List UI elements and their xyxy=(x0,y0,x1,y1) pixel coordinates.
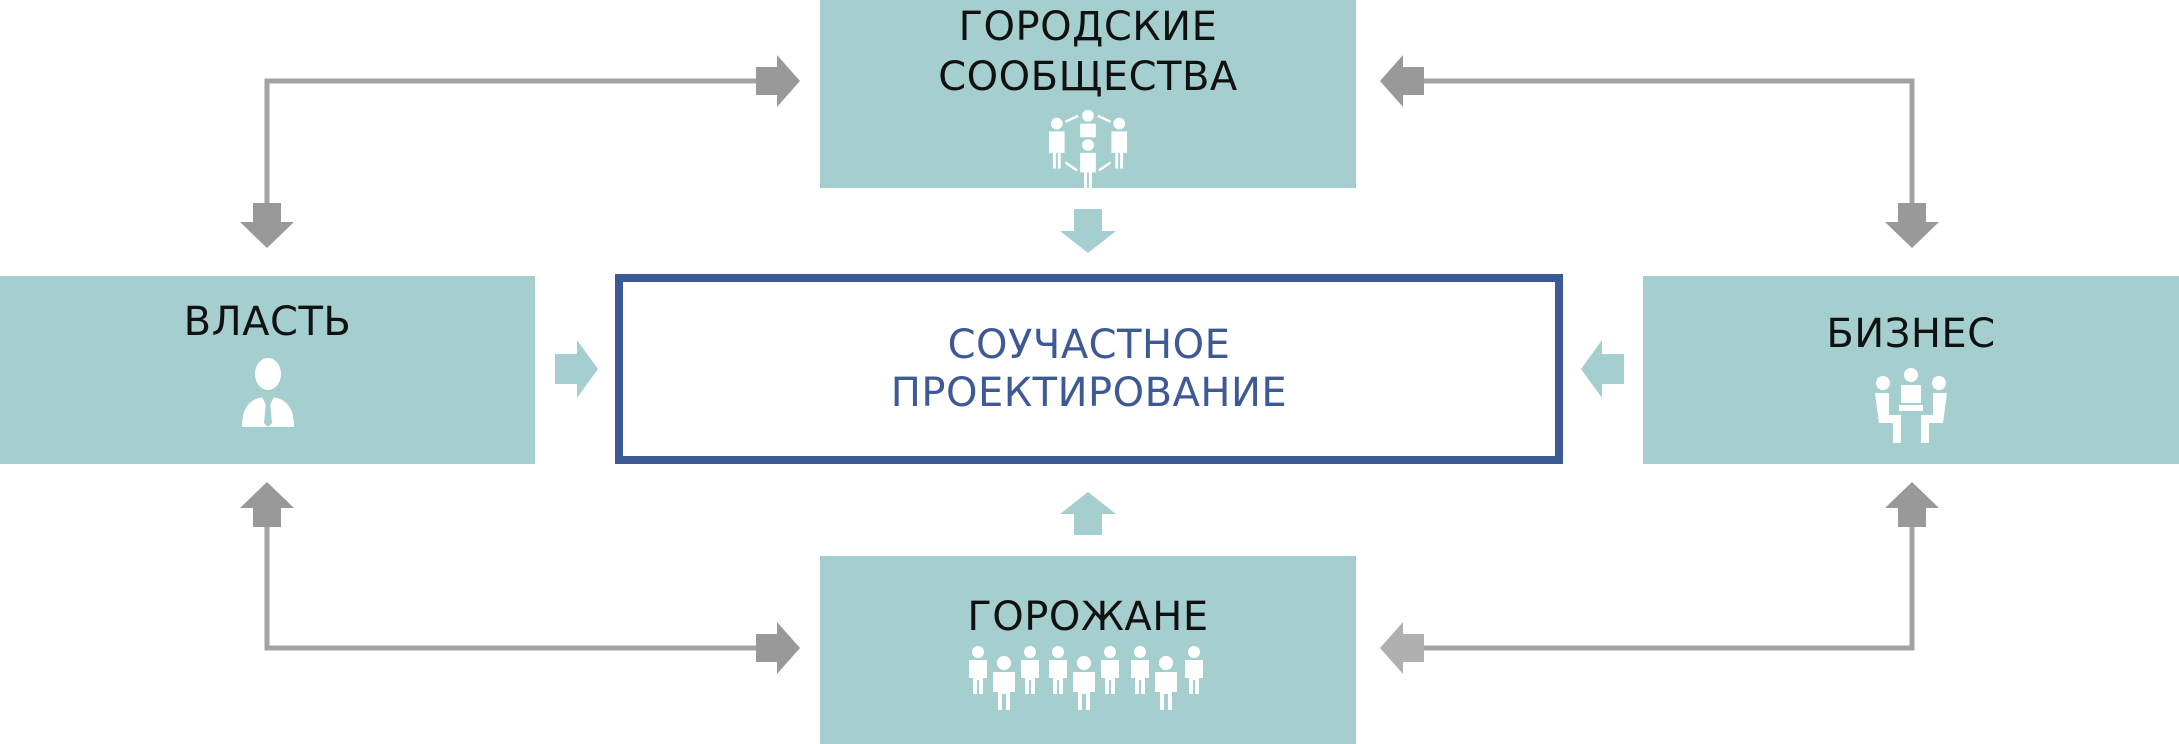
node-citizens-label: ГОРОЖАНЕ xyxy=(967,594,1209,640)
node-business-label: БИЗНЕС xyxy=(1826,311,1996,357)
arrow-right-to-center xyxy=(1581,340,1624,398)
center-label-line-1: СОУЧАСТНОЕ xyxy=(947,322,1231,368)
arrow-bottom-to-center xyxy=(1060,492,1116,535)
node-city-communities-label-2: СООБЩЕСТВА xyxy=(938,54,1238,100)
crowd-icon xyxy=(969,646,1203,710)
arrowhead-to-left-from-top xyxy=(240,203,294,248)
node-authorities-label: ВЛАСТЬ xyxy=(183,299,352,345)
node-city-communities-label-1: ГОРОДСКИЕ xyxy=(958,4,1218,50)
connector-left-bottom xyxy=(264,525,758,651)
arrowhead-to-top-from-right xyxy=(1380,55,1424,107)
arrowhead-to-top-from-left xyxy=(756,55,800,107)
arrow-top-to-center xyxy=(1060,209,1116,253)
connector-right-bottom xyxy=(1423,525,1915,651)
node-city-communities: ГОРОДСКИЕ СООБЩЕСТВА xyxy=(820,0,1356,188)
connector-left-top xyxy=(264,78,758,205)
business-meeting-icon xyxy=(1875,368,1947,443)
node-participatory-design-label: СОУЧАСТНОЕ ПРОЕКТИРОВАНИЕ xyxy=(891,321,1287,417)
arrowhead-to-bottom-from-left xyxy=(756,622,800,674)
official-person-icon xyxy=(241,358,294,427)
node-business: БИЗНЕС xyxy=(1643,276,2179,464)
center-label-line-2: ПРОЕКТИРОВАНИЕ xyxy=(890,370,1288,416)
community-network-icon xyxy=(1048,109,1128,188)
arrow-left-to-center xyxy=(555,340,598,398)
arrowhead-to-left-from-bottom xyxy=(240,482,294,527)
connector-right-top xyxy=(1423,78,1915,205)
arrowhead-to-bottom-from-right xyxy=(1380,622,1424,674)
arrowhead-to-right-from-top xyxy=(1885,203,1939,248)
arrowhead-to-right-from-bottom xyxy=(1885,482,1939,527)
node-participatory-design: СОУЧАСТНОЕ ПРОЕКТИРОВАНИЕ xyxy=(615,274,1563,464)
node-authorities: ВЛАСТЬ xyxy=(0,276,535,464)
node-citizens: ГОРОЖАНЕ xyxy=(820,556,1356,744)
